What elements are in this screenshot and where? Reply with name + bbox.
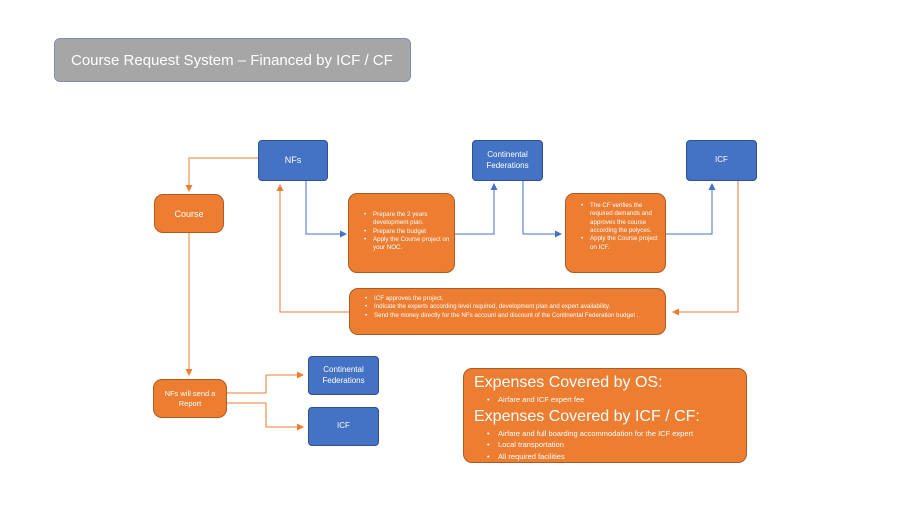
cf-step-item: Apply the Course project on ICF. bbox=[581, 235, 661, 252]
icf-step-item: Send the money directly for the NFs acco… bbox=[365, 312, 661, 321]
page-title: Course Request System – Financed by ICF … bbox=[54, 38, 411, 82]
icf-node-label: ICF bbox=[715, 155, 728, 165]
icf-expense-item: Local transportation bbox=[487, 439, 738, 451]
arrow-approval-to-nfs bbox=[276, 184, 349, 313]
icf-expenses-heading: Expenses Covered by ICF / CF: bbox=[474, 408, 700, 426]
arrow-nfs-to-steps bbox=[305, 181, 347, 238]
icf-expense-item: Airfare and full boarding accommodation … bbox=[487, 428, 738, 440]
arrow-nfs-to-course bbox=[185, 157, 258, 192]
cf-step-item: The CF verifies the required demands and… bbox=[581, 202, 661, 235]
expenses-box: Expenses Covered by OS: Airfare and ICF … bbox=[463, 368, 747, 463]
nf-step-item: Prepare the budget bbox=[364, 228, 450, 237]
nf-step-item: Apply the Course project on your NOC. bbox=[364, 236, 450, 253]
continental-federations-report-node: Continental Federations bbox=[308, 356, 379, 395]
os-expenses-heading: Expenses Covered by OS: bbox=[474, 374, 663, 391]
icf-step-item: Indicate the experts according level req… bbox=[365, 303, 661, 312]
os-expense-item: Airfare and ICF expert fee bbox=[487, 394, 738, 406]
page-title-text: Course Request System – Financed by ICF … bbox=[71, 51, 393, 69]
nf-step-item: Prepare the 2 years development plan. bbox=[364, 211, 450, 228]
course-node: Course bbox=[154, 194, 224, 233]
icf-step-item: ICF approves the project. bbox=[365, 295, 661, 304]
icf-report-label: ICF bbox=[337, 421, 350, 431]
cf-steps-box: The CF verifies the required demands and… bbox=[565, 193, 666, 273]
icf-approval-box: ICF approves the project. Indicate the e… bbox=[349, 288, 666, 335]
continental-federations-node: Continental Federations bbox=[472, 140, 543, 181]
arrow-icf-to-approval bbox=[672, 181, 739, 316]
continental-federations-node-label: Continental Federations bbox=[486, 150, 529, 170]
course-node-label: Course bbox=[174, 208, 204, 219]
icf-expense-item: All required facilities bbox=[487, 451, 738, 463]
arrow-report-to-cf bbox=[227, 371, 304, 394]
nfs-node: NFs bbox=[258, 140, 328, 181]
icf-node: ICF bbox=[686, 140, 757, 181]
arrow-steps-to-icf bbox=[666, 183, 716, 235]
nfs-report-node: NFs will send a Report bbox=[153, 379, 227, 418]
arrow-cf-to-steps bbox=[522, 181, 562, 238]
nfs-report-node-label: NFs will send a Report bbox=[164, 388, 216, 408]
arrow-report-to-icf bbox=[227, 402, 304, 431]
nf-steps-box: Prepare the 2 years development plan. Pr… bbox=[348, 193, 455, 273]
icf-report-node: ICF bbox=[308, 407, 379, 446]
continental-federations-report-label: Continental Federations bbox=[322, 365, 365, 385]
arrow-steps-to-cf bbox=[455, 183, 498, 235]
nfs-node-label: NFs bbox=[284, 154, 302, 165]
